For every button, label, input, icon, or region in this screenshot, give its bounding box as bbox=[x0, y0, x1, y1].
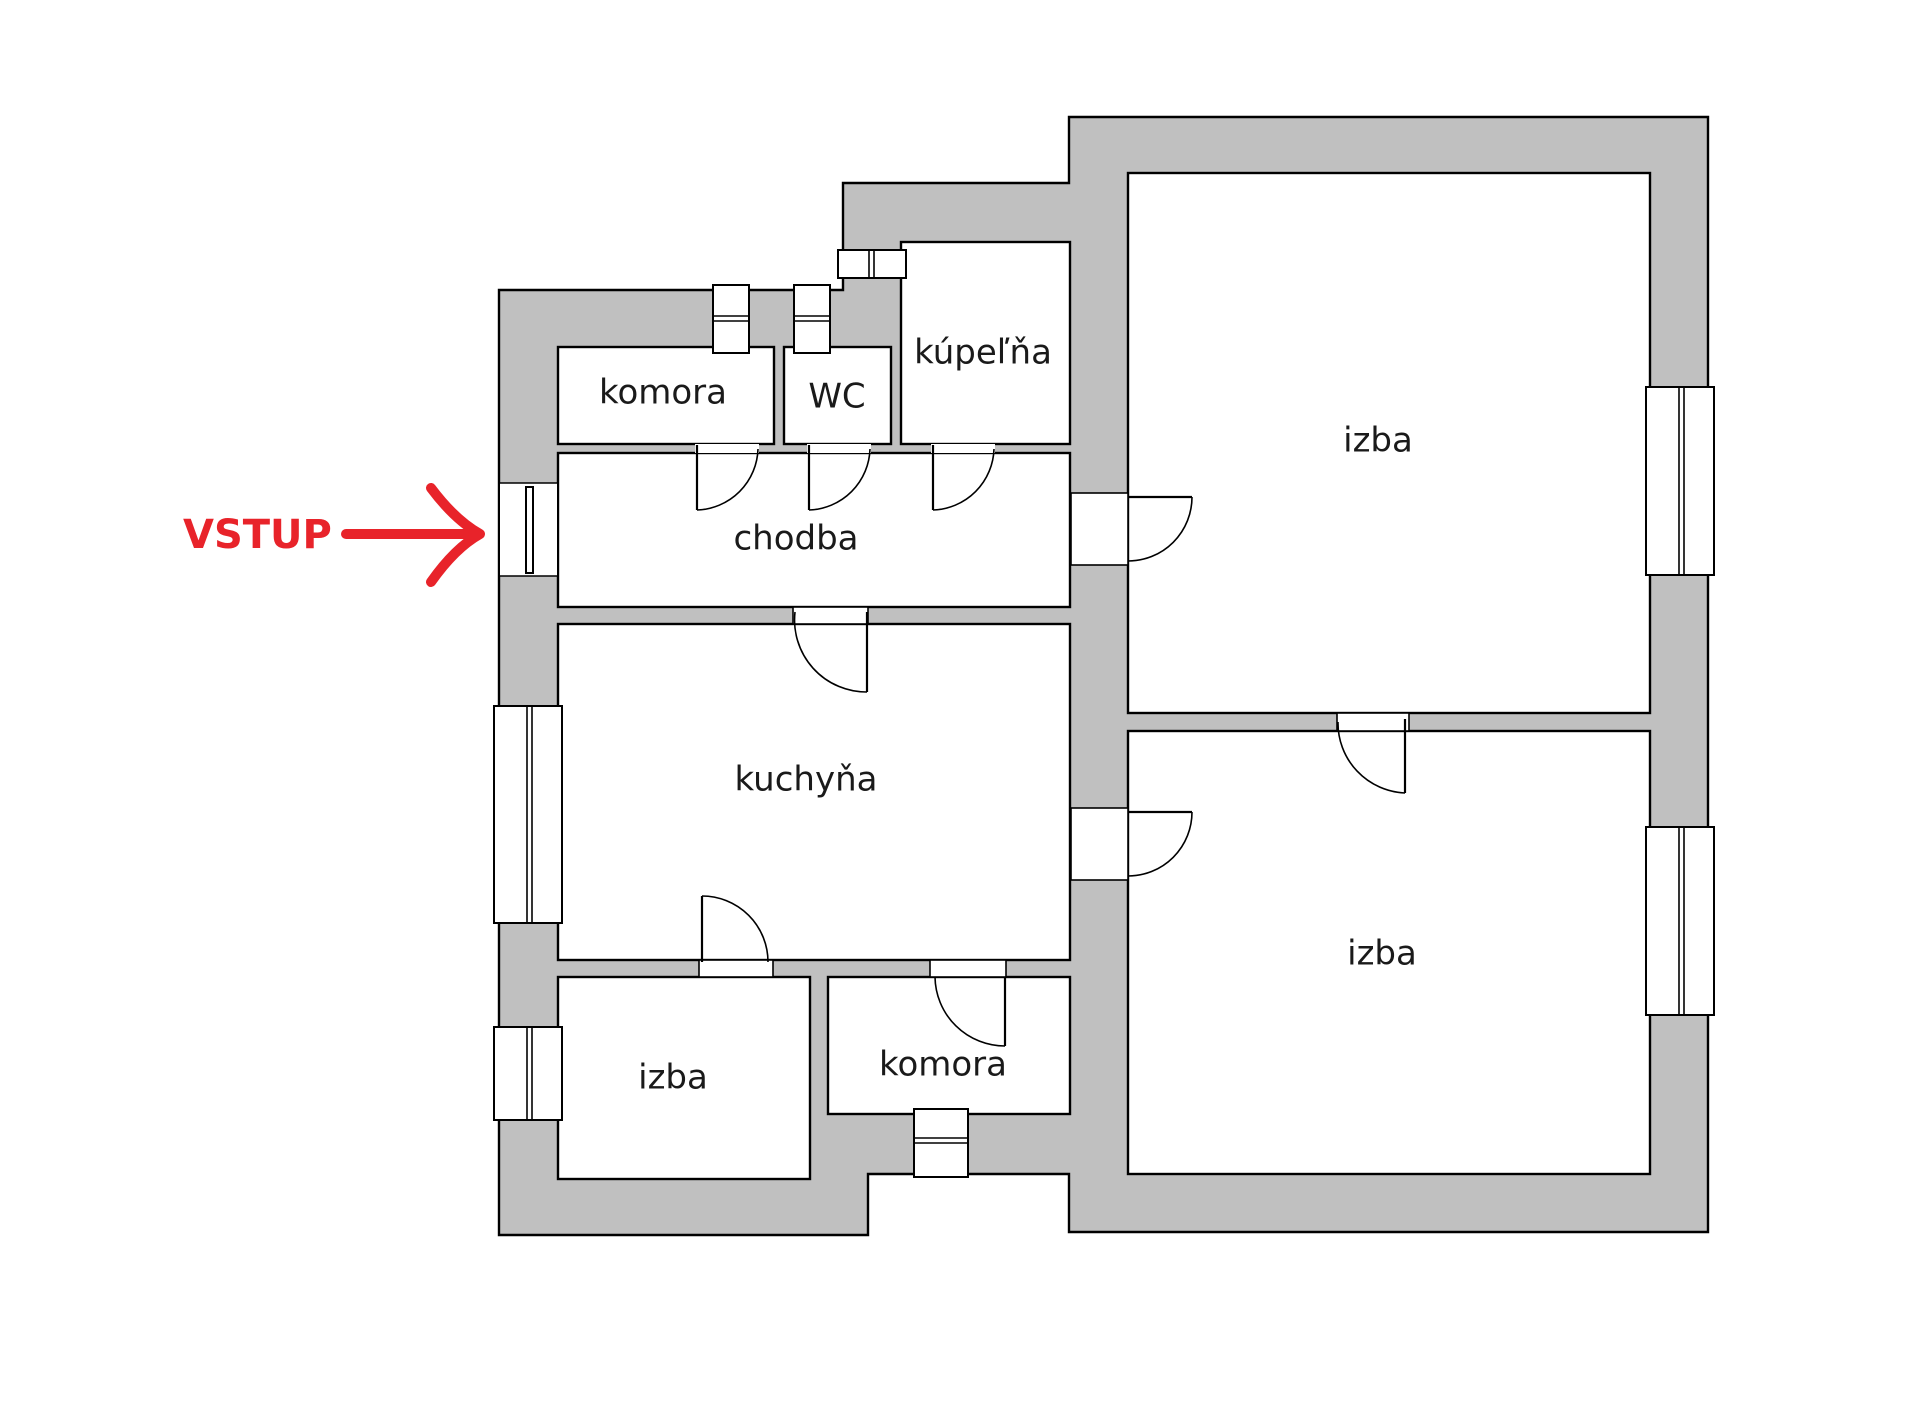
door-between-right-rooms bbox=[1336, 712, 1410, 794]
label-komora-bottom: komora bbox=[879, 1045, 1007, 1085]
room-kitchen bbox=[556, 622, 1072, 962]
door-bathroom bbox=[931, 444, 995, 511]
window-kitchen-left bbox=[493, 705, 563, 924]
door-komora-top bbox=[695, 444, 759, 511]
window-room-small-left bbox=[493, 1026, 563, 1121]
label-komora-top: komora bbox=[599, 373, 727, 413]
room-top-right bbox=[1126, 171, 1652, 715]
room-komora-bottom bbox=[826, 975, 1072, 1116]
label-kitchen: kuchyňa bbox=[735, 760, 878, 800]
room-bottom-right bbox=[1126, 729, 1652, 1176]
room-hallway bbox=[556, 451, 1072, 609]
window-komora-top bbox=[712, 284, 750, 354]
window-room-top-right bbox=[1645, 386, 1715, 576]
entry-door-leaf bbox=[525, 486, 534, 574]
room-small bbox=[556, 975, 812, 1181]
label-room-small: izba bbox=[638, 1058, 708, 1098]
label-wc: WC bbox=[808, 377, 865, 417]
window-komora-bottom bbox=[913, 1108, 969, 1178]
entry-arrow-icon bbox=[341, 483, 485, 587]
door-komora-bottom bbox=[929, 959, 1007, 1047]
door-wc bbox=[807, 444, 871, 511]
label-hallway: chodba bbox=[733, 519, 858, 559]
door-room-bottom-right-kitchen bbox=[1070, 807, 1193, 881]
room-bathroom bbox=[899, 240, 1072, 446]
room-komora-top bbox=[556, 345, 776, 446]
label-bathroom: kúpeľňa bbox=[914, 333, 1052, 373]
window-room-bottom-right bbox=[1645, 826, 1715, 1016]
door-kitchen bbox=[792, 606, 869, 693]
label-room-bottom-right: izba bbox=[1347, 934, 1417, 974]
window-bathroom bbox=[837, 249, 907, 279]
door-room-small bbox=[698, 895, 774, 978]
window-wc bbox=[793, 284, 831, 354]
label-room-top-right: izba bbox=[1343, 421, 1413, 461]
door-room-top-right bbox=[1070, 492, 1193, 566]
entry-label: VSTUP bbox=[183, 512, 332, 558]
